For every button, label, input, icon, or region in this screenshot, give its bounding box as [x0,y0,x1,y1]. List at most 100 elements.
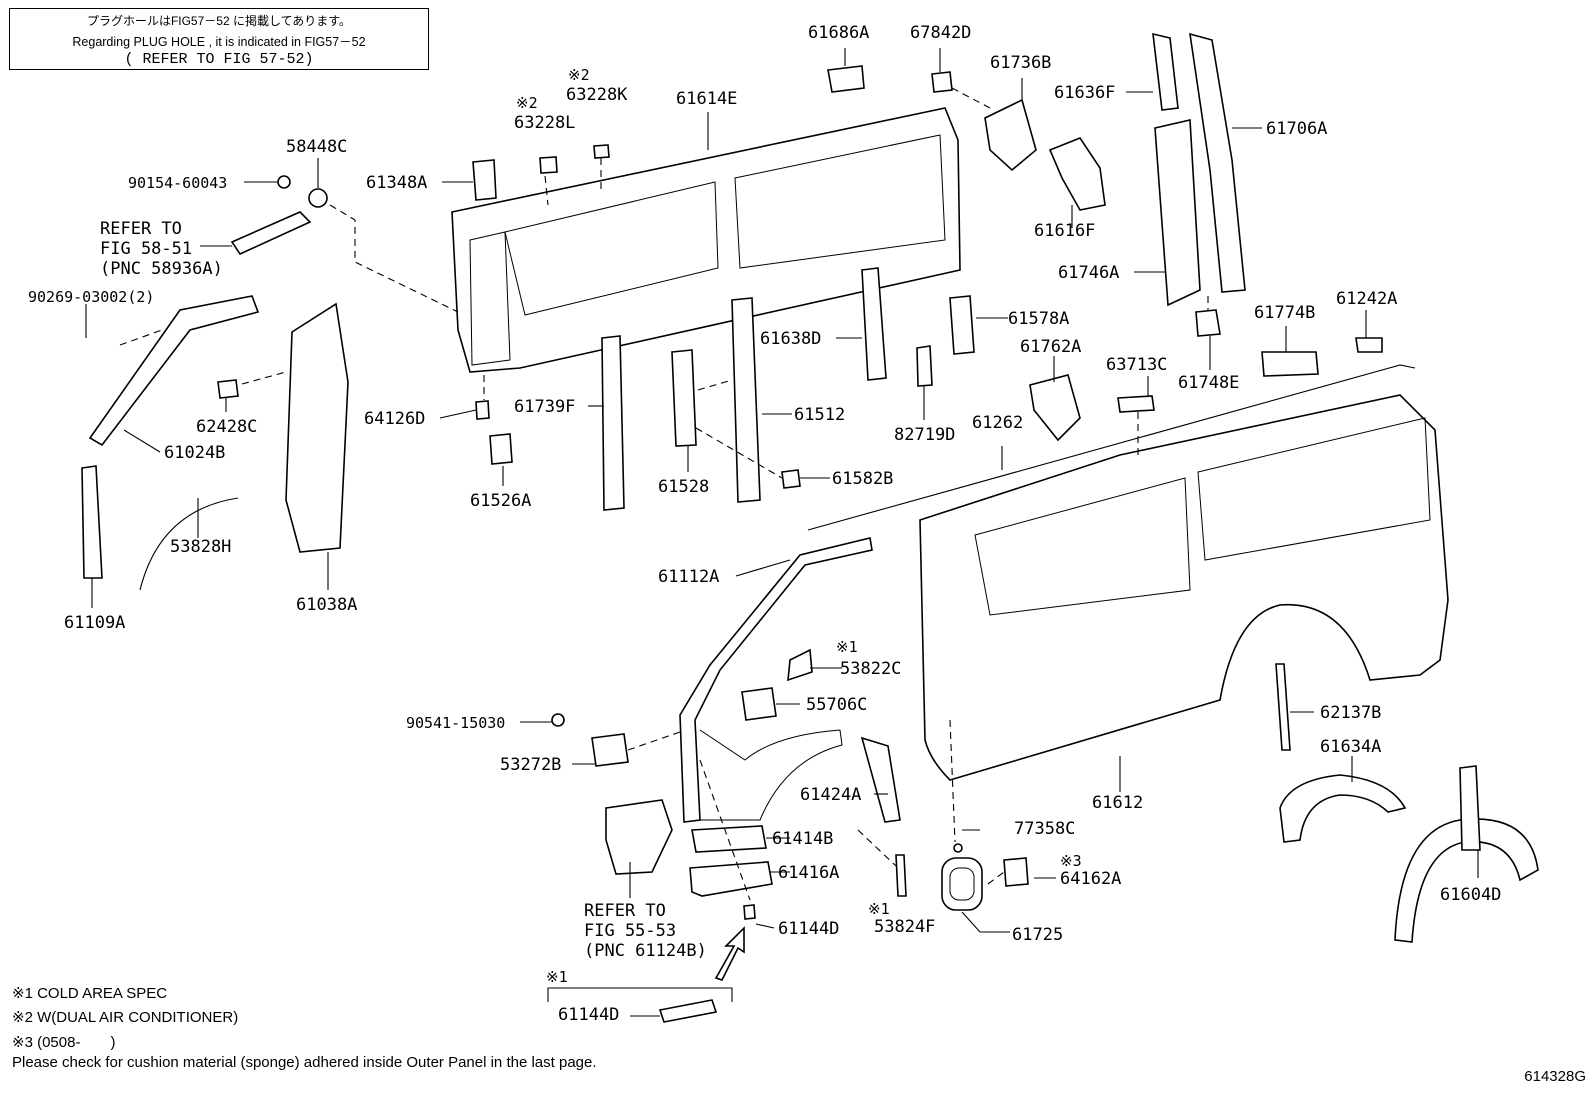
label-53828h: 53828H [170,537,231,557]
part-61746a-rear-pillar-inner [1154,119,1201,307]
label-61144d-cold-area-mark: ※1 [546,968,568,986]
label-61512: 61512 [794,405,845,425]
part-53828h-weatherstrip [139,497,239,591]
label-62137b: 62137B [1320,703,1381,723]
label-61762a: 61762A [1020,337,1081,357]
part-61038a-center-pillar [285,302,349,553]
part-61528-pillar-reinforcement [671,349,697,447]
notice-reference-line: ( REFER TO FIG 57-52) [124,51,314,68]
label-58448c: 58448C [286,137,347,157]
label-61242a: 61242A [1336,289,1397,309]
part-77358c-plug [953,843,963,853]
figure-number: 614328G [1524,1068,1586,1085]
label-61736b: 61736B [990,53,1051,73]
part-61424a-wheelhouse-extension [860,736,901,823]
label-61616f: 61616F [1034,221,1095,241]
part-61616f-reinforcement [1048,137,1106,211]
label-82719d: 82719D [894,425,955,445]
label-refer-fig-55-53-line2: FIG 55-53 [584,921,676,941]
label-61612: 61612 [1092,793,1143,813]
part-64162a-bracket [1003,857,1029,887]
label-67842d: 67842D [910,23,971,43]
label-61634a: 61634A [1320,737,1381,757]
part-61686a-bracket [827,65,865,93]
label-61739f: 61739F [514,397,575,417]
part-90541-15030-nut [551,713,565,727]
label-61144d: 61144D [778,919,839,939]
notice-english-line: Regarding PLUG HOLE , it is indicated in… [72,35,366,49]
footnote-cushion-material: Please check for cushion material (spong… [12,1054,597,1071]
label-63228l: 63228L [514,113,575,133]
label-90269-03002: 90269-03002(2) [28,288,154,306]
label-refer-fig-55-53-line1: REFER TO [584,901,666,921]
part-61739f-pillar [601,335,625,511]
label-53272b: 53272B [500,755,561,775]
part-61348a-bracket [472,159,497,201]
label-refer-fig-58-51-line3: (PNC 58936A) [100,259,223,279]
notice-japanese-line: プラグホールはFIG57－52 に掲載してあります。 [86,14,352,28]
part-55706c-bracket [741,687,777,721]
part-61242a-clip [1355,337,1383,353]
part-61774b-bracket [1261,351,1319,377]
label-90541-15030: 90541-15030 [406,714,505,732]
part-61578a-bracket [949,295,975,355]
part-61144d-clip [743,904,756,920]
direction-arrow [714,926,745,981]
part-61414b-step-panel [691,825,767,853]
label-61348a: 61348A [366,173,427,193]
label-90154-60043: 90154-60043 [128,174,227,192]
assembly-dashed-lines [119,87,1209,901]
label-53824f: 53824F [874,917,935,937]
label-refer-fig-58-51-line1: REFER TO [100,219,182,239]
label-63228k-mark: ※2 [568,66,590,84]
plug-hole-notice-box: プラグホールはFIG57－52 に掲載してあります。 Regarding PLU… [9,8,429,70]
part-61748e-bracket [1195,309,1221,337]
label-61109a: 61109A [64,613,125,633]
label-61614e: 61614E [676,89,737,109]
part-58448c-grommet [308,188,328,208]
label-55706c: 55706C [806,695,867,715]
label-61112a: 61112A [658,567,719,587]
part-64126d-clip [475,400,490,420]
label-53824f-mark: ※1 [868,900,890,918]
label-61528: 61528 [658,477,709,497]
label-refer-fig-55-53-line3: (PNC 61124B) [584,941,707,961]
label-61038a: 61038A [296,595,357,615]
label-61638d: 61638D [760,329,821,349]
part-61638d-pillar [861,267,887,381]
part-62137b-seal [1275,663,1291,751]
label-61706a: 61706A [1266,119,1327,139]
part-53822c-clip [787,648,813,682]
footnote-dual-air-conditioner: ※2 W(DUAL AIR CONDITIONER) [12,1009,239,1026]
part-90154-60043-bolt [277,175,291,189]
part-61024b-roof-side-rail [88,295,260,447]
part-61109a-pillar-lower [81,465,103,579]
label-61262: 61262 [972,413,1023,433]
label-61024b: 61024B [164,443,225,463]
part-61725-fuel-filler-housing [941,857,983,911]
label-61725: 61725 [1012,925,1063,945]
footnote-cold-area-spec: ※1 COLD AREA SPEC [12,985,168,1002]
label-61774b: 61774B [1254,303,1315,323]
label-61414b: 61414B [772,829,833,849]
label-61746a: 61746A [1058,263,1119,283]
part-58936a-bracket-reference [230,211,312,256]
label-63713c: 63713C [1106,355,1167,375]
part-61124b-front-inner-reference [605,799,673,875]
part-61262-roof-side-rail-outer [807,364,1416,531]
label-64162a-mark: ※3 [1060,852,1082,870]
footnote-date-range: ※3 (0508- ) [12,1034,116,1051]
label-77358c: 77358C [1014,819,1075,839]
part-61636f-pillar-upper [1152,32,1179,111]
part-61706a-rear-pillar-outer [1189,32,1246,293]
label-53822c: 53822C [840,659,901,679]
part-61634a-wheelhouse-outer [1279,774,1407,843]
part-61736b-gusset [984,98,1037,172]
part-63228l-clip [539,156,558,174]
label-53822c-mark: ※1 [836,638,858,656]
label-61686a: 61686A [808,23,869,43]
part-61526a-bracket [489,433,513,465]
label-61636f: 61636F [1054,83,1115,103]
cold-area-bracket-line [547,987,733,1002]
